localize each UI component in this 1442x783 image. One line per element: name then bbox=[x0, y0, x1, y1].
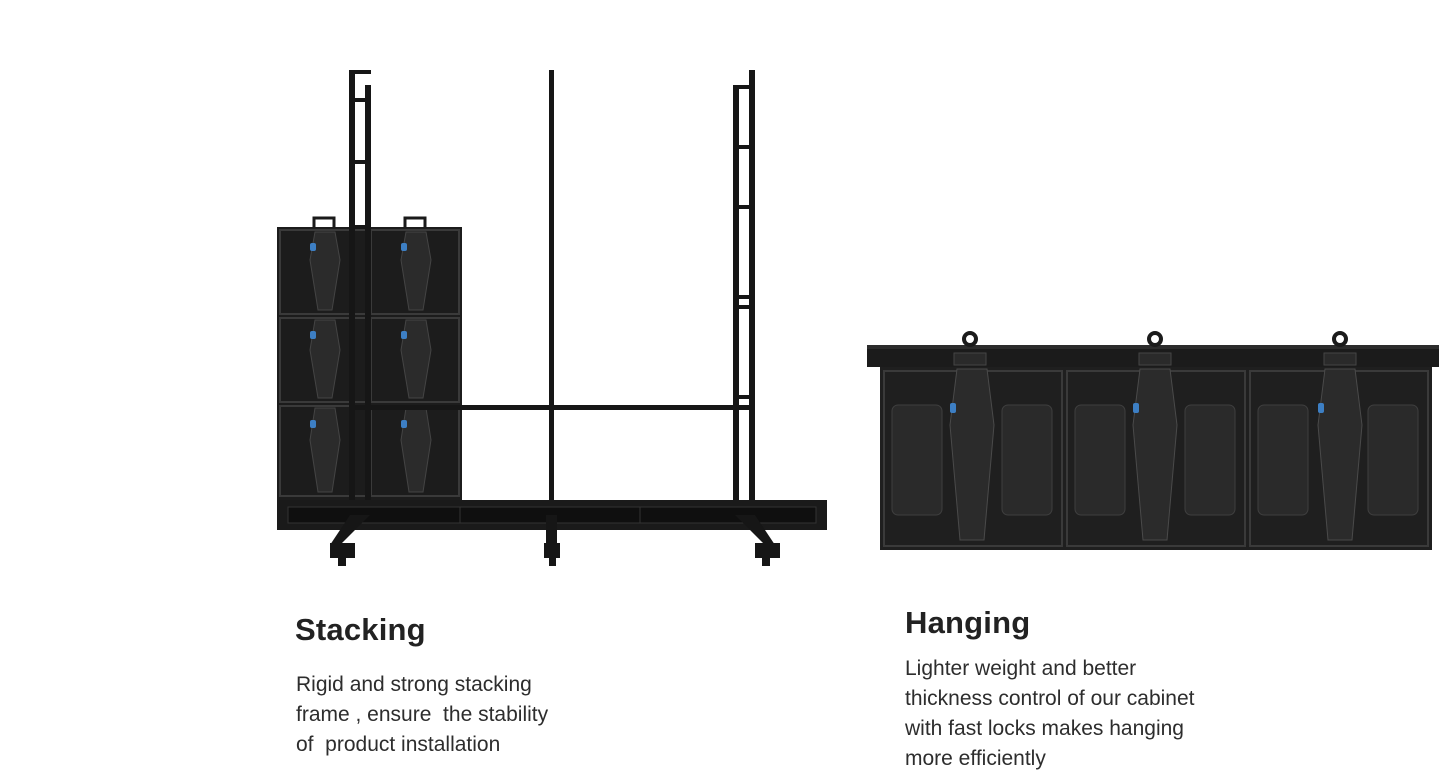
frame-feet bbox=[330, 515, 780, 566]
hanging-cabinets-image bbox=[867, 331, 1439, 550]
hanging-description-line: thickness control of our cabinet bbox=[905, 687, 1195, 710]
stacking-description-line: frame , ensure the stability bbox=[296, 703, 549, 726]
hanging-description-line: Lighter weight and better bbox=[905, 657, 1137, 680]
lifting-eyes bbox=[962, 331, 1348, 347]
hanging-description-line: with fast locks makes hanging bbox=[905, 717, 1184, 740]
left-upright bbox=[349, 70, 371, 510]
hanging-cabinet-row bbox=[880, 352, 1432, 550]
horizontal-brace bbox=[355, 405, 755, 410]
stacking-description-line: Rigid and strong stacking bbox=[296, 673, 532, 696]
stacking-description: Rigid and strong stacking frame , ensure… bbox=[296, 670, 626, 760]
hanging-description: Lighter weight and better thickness cont… bbox=[905, 654, 1305, 774]
hanging-description-line: more efficiently bbox=[905, 747, 1046, 770]
stacking-heading: Stacking bbox=[295, 612, 426, 647]
right-upright bbox=[733, 70, 755, 515]
hanging-heading: Hanging bbox=[905, 605, 1031, 640]
stacking-frame-image bbox=[277, 70, 827, 566]
center-upright bbox=[549, 70, 554, 550]
stacking-description-line: of product installation bbox=[296, 733, 501, 756]
